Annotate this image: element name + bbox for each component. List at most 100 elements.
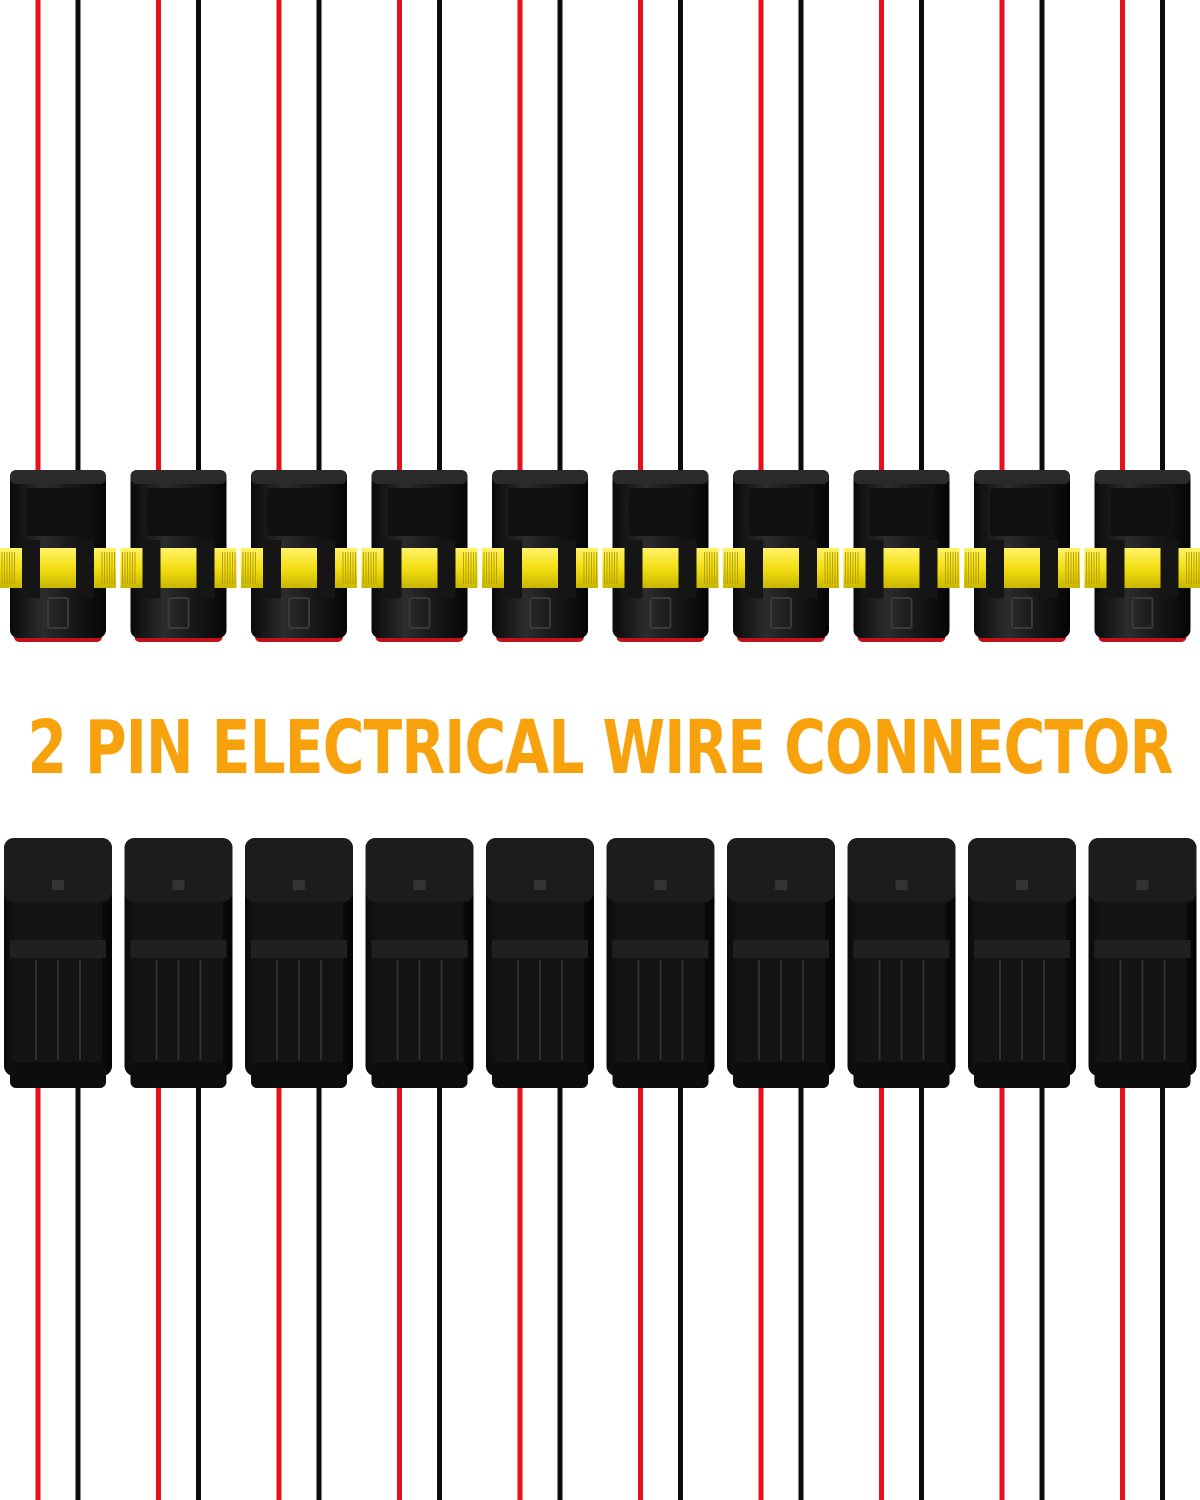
connector-step — [130, 940, 227, 958]
lock-clip — [142, 540, 161, 598]
collar-notch — [172, 880, 185, 890]
male-connector — [606, 838, 715, 1500]
connector-cap — [612, 470, 709, 484]
collar-notch — [775, 880, 787, 890]
collar-notch — [293, 880, 305, 890]
male-connector — [365, 838, 474, 1500]
connector-panel — [990, 488, 1054, 536]
connector-panel — [387, 488, 452, 536]
connector-cap — [733, 470, 829, 484]
connector-step — [371, 940, 468, 958]
collar-notch — [1016, 880, 1028, 890]
connector-flange — [974, 1062, 1070, 1088]
connector-panel — [146, 488, 211, 536]
female-connector — [723, 0, 839, 642]
rubber-seal — [241, 548, 357, 588]
connector-panel — [1110, 488, 1175, 536]
male-connector — [4, 838, 112, 1500]
connector-flange — [733, 1062, 829, 1088]
connector-flange — [1094, 1062, 1191, 1088]
male-connector-row — [4, 838, 1197, 1500]
lock-clip — [317, 540, 335, 598]
latch — [288, 597, 310, 629]
connector-flange — [612, 1062, 709, 1088]
connector-flange — [10, 1062, 106, 1088]
collar-notch — [654, 880, 667, 890]
rubber-seal — [723, 548, 839, 588]
lock-clip — [865, 540, 884, 598]
connector-panel — [749, 488, 813, 536]
connector-collar — [4, 838, 112, 902]
female-connector — [361, 0, 478, 642]
connector-flange — [371, 1062, 468, 1088]
rubber-seal — [602, 548, 719, 588]
rubber-seal — [361, 548, 478, 588]
lock-clip — [1160, 540, 1179, 598]
connector-step — [251, 940, 347, 958]
male-connector — [727, 838, 835, 1500]
connector-cap — [974, 470, 1070, 484]
connector-collar — [847, 838, 956, 902]
connector-cap — [371, 470, 468, 484]
female-connector — [241, 0, 357, 642]
female-connector — [482, 0, 598, 642]
lock-clip — [437, 540, 456, 598]
connector-cap — [10, 470, 106, 484]
collar-notch — [1136, 880, 1149, 890]
connector-panel — [508, 488, 572, 536]
connector-collar — [968, 838, 1076, 902]
connector-cap — [1094, 470, 1191, 484]
lock-clip — [76, 540, 94, 598]
connector-panel — [267, 488, 331, 536]
female-connector — [964, 0, 1080, 642]
female-connector — [120, 0, 237, 642]
lock-clip — [383, 540, 402, 598]
connector-cap — [492, 470, 588, 484]
lock-clip — [799, 540, 817, 598]
connector-flange — [492, 1062, 588, 1088]
male-connector — [1088, 838, 1197, 1500]
connector-flange — [130, 1062, 227, 1088]
connector-collar — [727, 838, 835, 902]
connector-panel — [26, 488, 90, 536]
rubber-seal — [482, 548, 598, 588]
female-connector — [602, 0, 719, 642]
latch — [167, 597, 190, 629]
connector-step — [1094, 940, 1191, 958]
lock-clip — [919, 540, 938, 598]
connector-panel — [628, 488, 693, 536]
connector-collar — [245, 838, 353, 902]
rubber-seal — [120, 548, 237, 588]
latch — [408, 597, 431, 629]
connector-step — [853, 940, 950, 958]
connector-panel — [869, 488, 934, 536]
connector-collar — [606, 838, 715, 902]
latch — [649, 597, 672, 629]
lock-clip — [986, 540, 1004, 598]
rubber-seal — [843, 548, 960, 588]
lock-clip — [1040, 540, 1058, 598]
latch — [890, 597, 913, 629]
male-connector — [245, 838, 353, 1500]
male-connector — [124, 838, 233, 1500]
connector-cap — [251, 470, 347, 484]
lock-clip — [263, 540, 281, 598]
connector-collar — [124, 838, 233, 902]
male-connector — [847, 838, 956, 1500]
rubber-seal — [964, 548, 1080, 588]
rubber-seal — [0, 548, 116, 588]
female-connector — [843, 0, 960, 642]
connector-cap — [130, 470, 227, 484]
lock-clip — [504, 540, 522, 598]
lock-clip — [624, 540, 643, 598]
latch — [529, 597, 551, 629]
collar-notch — [52, 880, 64, 890]
female-connector — [1084, 0, 1200, 642]
lock-clip — [745, 540, 763, 598]
lock-clip — [22, 540, 40, 598]
male-connector — [486, 838, 594, 1500]
rubber-seal — [1084, 548, 1200, 588]
male-connector — [968, 838, 1076, 1500]
lock-clip — [558, 540, 576, 598]
connector-step — [733, 940, 829, 958]
